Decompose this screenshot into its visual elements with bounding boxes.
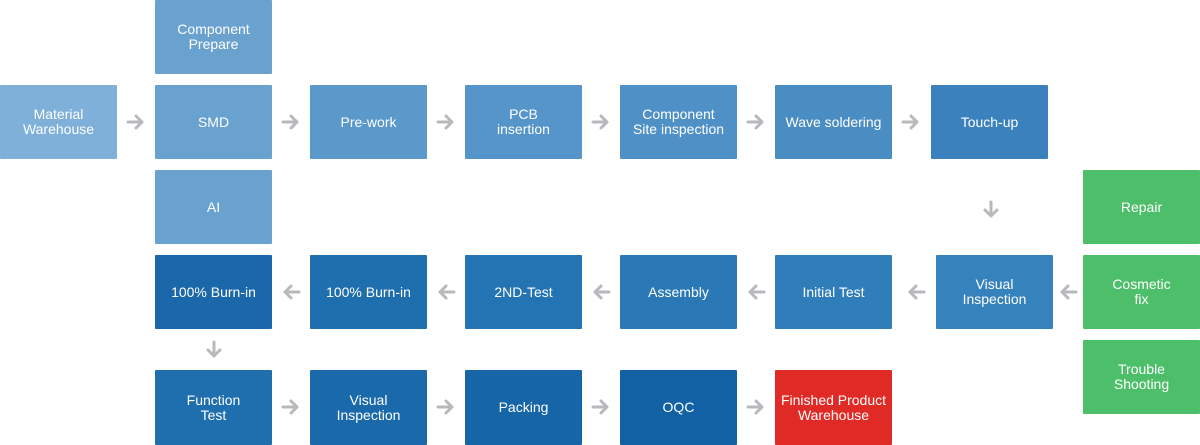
component-site-inspection-label: Component Site inspection — [632, 106, 725, 137]
arrow-left-icon — [435, 281, 457, 303]
assembly-box: Assembly — [620, 255, 737, 329]
visual-inspection-box-1: Visual Inspection — [936, 255, 1053, 329]
burn-in-label-2: 100% Burn-in — [326, 283, 411, 300]
smd-box: SMD — [155, 85, 272, 159]
visual-inspection-label-2: Visual Inspection — [336, 391, 401, 423]
visual-inspection-label-1: Visual Inspection — [962, 276, 1027, 307]
arrow-left-icon — [745, 281, 767, 303]
function-test-label: Function Test — [186, 391, 241, 423]
pcb-insertion-box: PCB insertion — [465, 85, 582, 159]
finished-product-warehouse-label: Finished Product Warehouse — [780, 391, 887, 423]
arrow-right-icon — [435, 111, 457, 133]
touch-up-label: Touch-up — [960, 113, 1019, 130]
arrow-right-icon — [590, 396, 612, 418]
function-test-box: Function Test — [155, 370, 272, 445]
pre-work-label: Pre-work — [340, 113, 397, 130]
packing-box: Packing — [465, 370, 582, 445]
smd-label: SMD — [197, 113, 230, 130]
arrow-right-icon — [900, 111, 922, 133]
cosmetic-fix-label: Cosmetic fix — [1112, 276, 1171, 307]
second-test-box: 2ND-Test — [465, 255, 582, 329]
cosmetic-fix-box: Cosmetic fix — [1083, 255, 1200, 329]
arrow-right-icon — [280, 111, 302, 133]
packing-label: Packing — [498, 399, 549, 415]
arrow-down-icon — [203, 339, 225, 361]
visual-inspection-box-2: Visual Inspection — [310, 370, 427, 445]
material-warehouse-box: Material Warehouse — [0, 85, 117, 159]
repair-label: Repair — [1120, 198, 1163, 215]
material-warehouse-label: Material Warehouse — [22, 106, 95, 137]
wave-soldering-label: Wave soldering — [785, 113, 882, 130]
pcb-insertion-label: PCB insertion — [497, 106, 550, 137]
finished-product-warehouse-box: Finished Product Warehouse — [775, 370, 892, 445]
arrow-right-icon — [280, 396, 302, 418]
arrow-right-icon — [435, 396, 457, 418]
burn-in-label-1: 100% Burn-in — [171, 283, 256, 300]
wave-soldering-box: Wave soldering — [775, 85, 892, 159]
pre-work-box: Pre-work — [310, 85, 427, 159]
trouble-shooting-box: Trouble Shooting — [1083, 340, 1200, 414]
trouble-shooting-label: Trouble Shooting — [1113, 361, 1170, 392]
arrow-right-icon — [590, 111, 612, 133]
ai-label: AI — [206, 198, 221, 215]
initial-test-label: Initial Test — [802, 283, 865, 300]
assembly-label: Assembly — [648, 283, 709, 300]
oqc-box: OQC — [620, 370, 737, 445]
arrow-right-icon — [745, 396, 767, 418]
burn-in-box-1: 100% Burn-in — [155, 255, 272, 329]
arrow-down-icon — [980, 199, 1002, 221]
touch-up-box: Touch-up — [931, 85, 1048, 159]
second-test-label: 2ND-Test — [494, 283, 553, 300]
arrow-left-icon — [590, 281, 612, 303]
arrow-left-icon — [905, 281, 927, 303]
burn-in-box-2: 100% Burn-in — [310, 255, 427, 329]
component-prepare-box: Component Prepare — [155, 0, 272, 74]
arrow-left-icon — [1057, 281, 1079, 303]
component-prepare-label: Component Prepare — [177, 21, 250, 52]
component-site-inspection-box: Component Site inspection — [620, 85, 737, 159]
ai-box: AI — [155, 170, 272, 244]
initial-test-box: Initial Test — [775, 255, 892, 329]
arrow-right-icon — [745, 111, 767, 133]
repair-box: Repair — [1083, 170, 1200, 244]
arrow-left-icon — [280, 281, 302, 303]
arrow-right-icon — [125, 111, 147, 133]
oqc-label: OQC — [662, 399, 695, 415]
